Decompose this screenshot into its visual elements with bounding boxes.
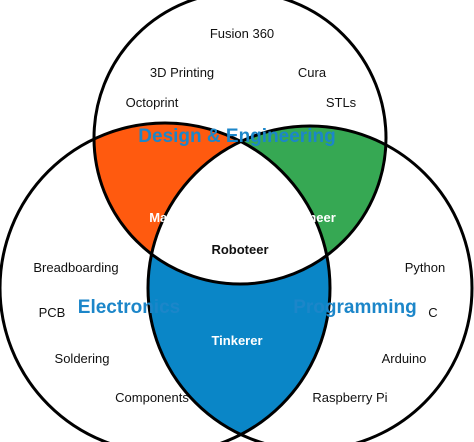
programming-circle <box>146 124 474 442</box>
design-item-stls: STLs <box>326 95 357 110</box>
center-label: Roboteer <box>211 242 268 257</box>
electronics-item-breadboarding: Breadboarding <box>33 260 118 275</box>
design-item-octoprint: Octoprint <box>126 95 179 110</box>
electronics-item-pcb: PCB <box>39 305 66 320</box>
electronics-circle <box>0 121 332 442</box>
design-title: Design & Engineering <box>138 126 335 147</box>
programming-item-c: C <box>428 305 437 320</box>
programming-item-arduino: Arduino <box>382 351 427 366</box>
electronics-title: Electronics <box>78 297 180 318</box>
programming-item-raspberry-pi: Raspberry Pi <box>312 390 387 405</box>
programming-item-python: Python <box>405 260 445 275</box>
design-item-cura: Cura <box>298 65 327 80</box>
electronics-item-components: Components <box>115 390 189 405</box>
programming-title: Programming <box>293 297 417 318</box>
tinkerer-label: Tinkerer <box>211 333 262 348</box>
design-item-3d-printing: 3D Printing <box>150 65 214 80</box>
design-item-fusion360: Fusion 360 <box>210 26 274 41</box>
maker-label: Maker <box>149 210 187 225</box>
engineer-label: Engineer <box>280 210 336 225</box>
electronics-item-soldering: Soldering <box>55 351 110 366</box>
